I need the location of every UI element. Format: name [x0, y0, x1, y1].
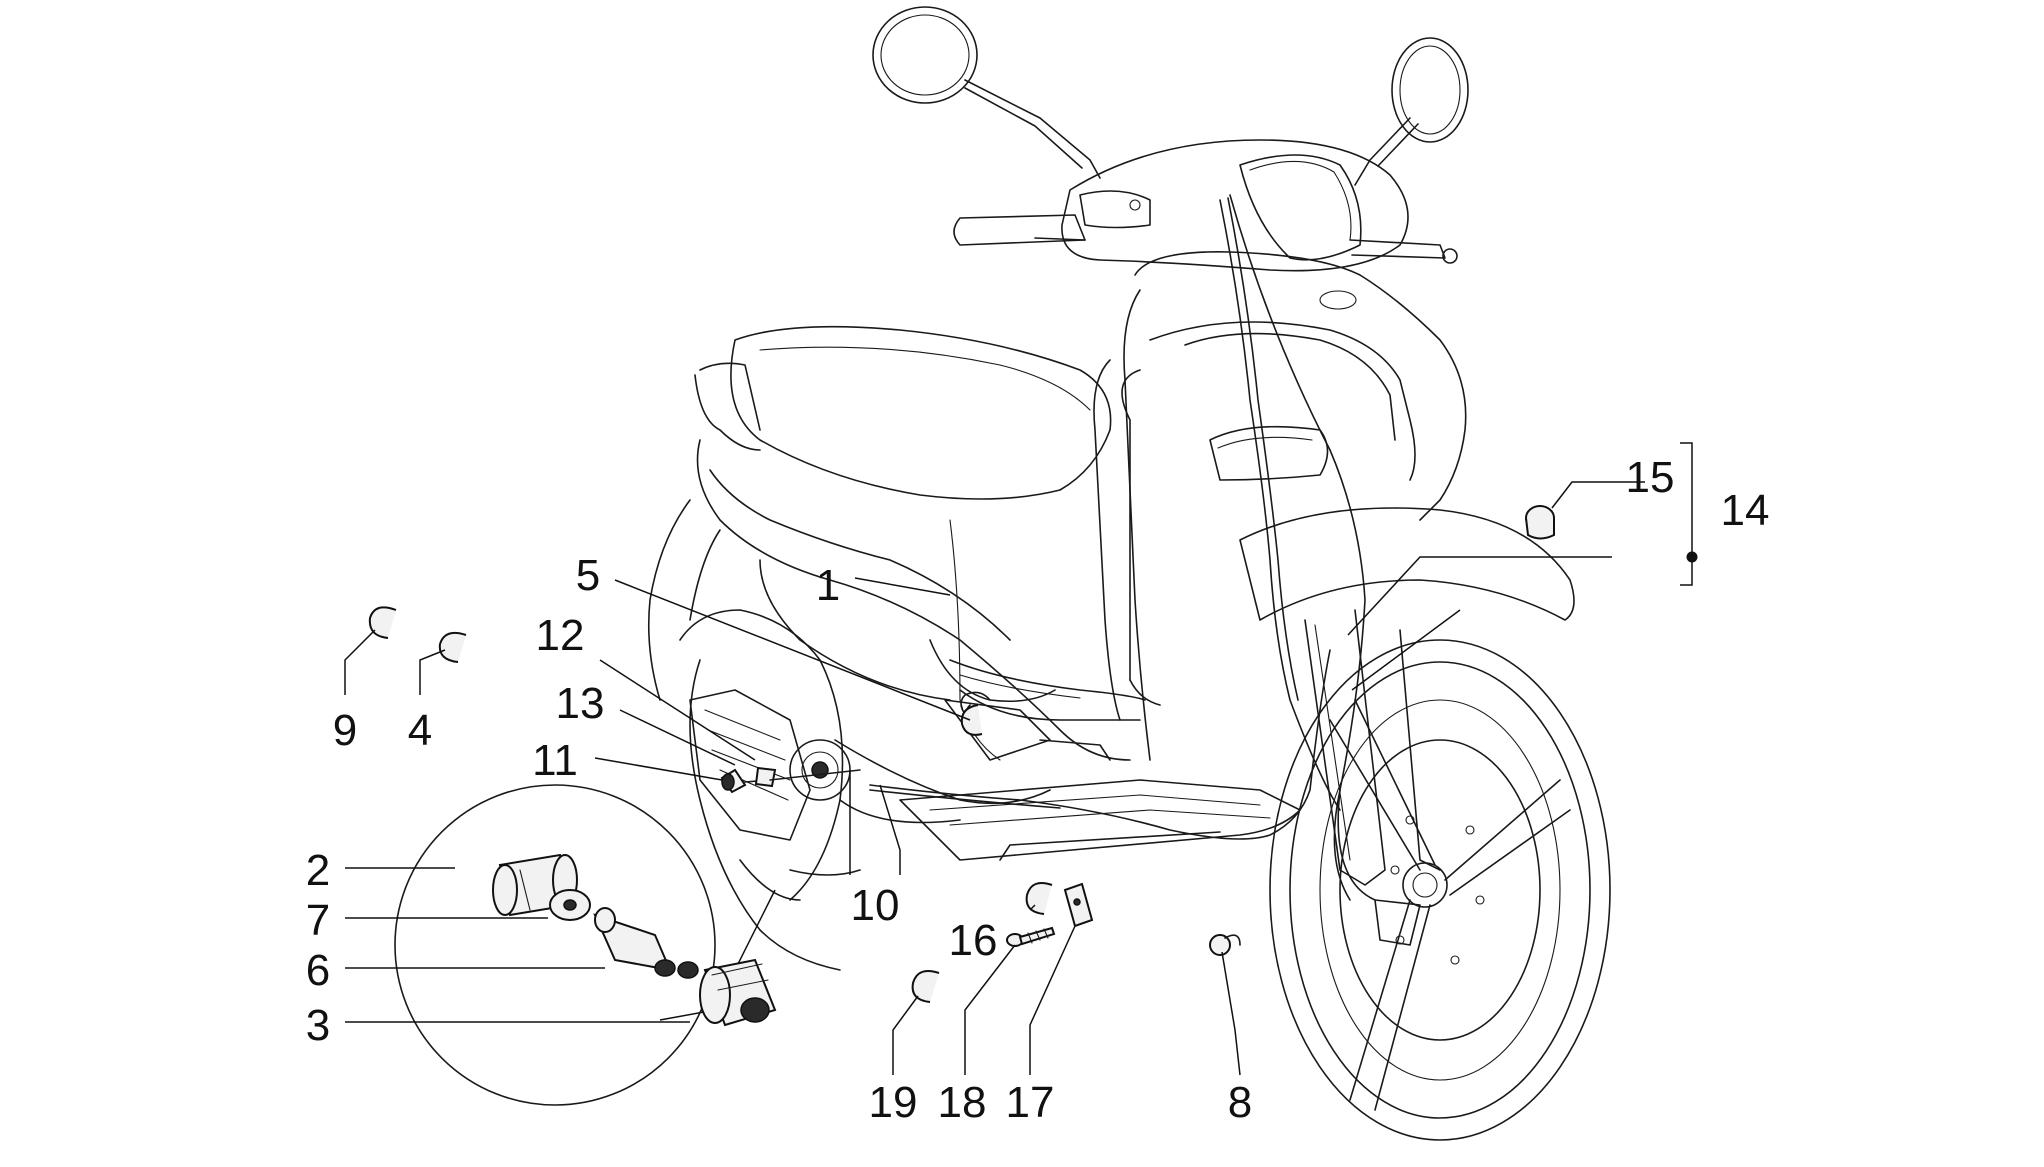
front-fender: [1239, 507, 1575, 621]
callout-19: 19: [869, 1078, 918, 1127]
engine-cover: [689, 689, 811, 841]
callout-10: 10: [851, 881, 900, 930]
callout-17: 17: [1006, 1078, 1055, 1127]
part-11-cable-end: [720, 766, 861, 794]
callout-3: 3: [306, 1001, 330, 1050]
part-17-plate: [1063, 882, 1094, 928]
front-shield: [1134, 251, 1467, 521]
part-4-clip: [438, 631, 467, 663]
front-hub: [1402, 862, 1448, 908]
headset: [1061, 139, 1409, 272]
brake-disc: [1339, 739, 1541, 1041]
part-8-clamp: [1209, 934, 1241, 956]
callout-9: 9: [333, 706, 357, 755]
callout-4: 4: [408, 706, 432, 755]
leader-lines: [344, 481, 1645, 1076]
front-wheel: [1269, 639, 1611, 1141]
rear-body: [696, 439, 1131, 761]
bracket-14: [1680, 442, 1693, 586]
callout-8: 8: [1228, 1078, 1252, 1127]
left-mirror: [872, 6, 978, 104]
part-7-washer: [549, 889, 591, 921]
callout-13: 13: [556, 679, 605, 728]
part-3-coupling: [699, 958, 777, 1027]
floorboard: [899, 779, 1301, 861]
callout-16: 16: [949, 916, 998, 965]
part-6-shaft: [593, 907, 699, 979]
callout-15: 15: [1626, 453, 1675, 502]
detail-circle: [394, 784, 716, 1106]
headlight: [1239, 154, 1362, 261]
part-15-grommet: [1525, 505, 1555, 540]
callout-5: 5: [576, 551, 600, 600]
callout-11: 11: [532, 736, 578, 785]
callout-18: 18: [938, 1078, 987, 1127]
seat: [730, 325, 1112, 500]
part-18-screw: [1006, 926, 1056, 947]
rear-wheel: [679, 609, 844, 901]
part-9-clip: [368, 606, 397, 639]
callout-7: 7: [306, 896, 330, 945]
right-mirror: [1391, 37, 1469, 143]
left-grip: [953, 214, 1086, 246]
front-vent: [1209, 425, 1329, 481]
callout-12: 12: [536, 611, 585, 660]
callout-1: 1: [816, 561, 840, 610]
callout-labels: 1 2 3 4 5 6 7 8 9 10 11 12 13 14 15 16 1…: [306, 453, 1770, 1127]
callout-6: 6: [306, 946, 330, 995]
callout-2: 2: [306, 846, 330, 895]
cable-run: [1219, 199, 1341, 811]
scooter-drawing: [647, 6, 1611, 1141]
callout-14: 14: [1721, 486, 1770, 535]
part-19-clip: [911, 970, 940, 1003]
part-5-clip: [960, 704, 983, 736]
